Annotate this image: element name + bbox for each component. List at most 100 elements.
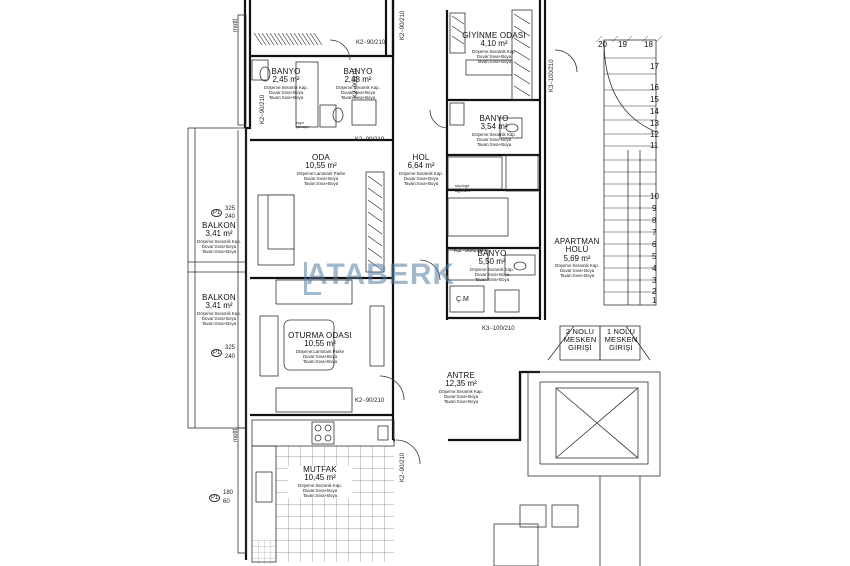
room-area: 3,54 m² xyxy=(480,122,508,132)
room-note: Döşeme:Seramik Kap. xyxy=(472,131,516,137)
stair-number: 13 xyxy=(650,119,659,128)
room-note: Döşeme:Seramik Kap. xyxy=(555,263,599,269)
room-note: Duvar:Sıva+Boya xyxy=(476,136,512,142)
room-name: HOL xyxy=(412,153,430,162)
room-banyo-3: BANYO 3,54 m² Döşeme:Seramik Kap. Duvar:… xyxy=(462,114,526,147)
stair-number: 9 xyxy=(652,204,657,213)
thin-lines xyxy=(187,9,661,566)
room-banyo-1: BANYO 2,45 m² Döşeme:Seramik Kap. Duvar:… xyxy=(256,67,316,100)
room-note: Döşeme:Laminant Parke xyxy=(296,170,346,176)
room-note: Döşeme:Seramik Kap. xyxy=(197,310,241,316)
door-tag: K2−90/210 xyxy=(353,68,359,98)
room-note: Döşeme:Seramik Kap. xyxy=(470,266,514,272)
room-banyo-2: BANYO 2,48 m² Döşeme:Seramik Kap. Duvar:… xyxy=(330,67,386,100)
room-area: 6,64 m² xyxy=(407,161,435,171)
door-tag: K2−90/210 xyxy=(355,398,385,404)
room-name: ANTRE xyxy=(446,371,476,380)
stair-number: 6 xyxy=(652,240,657,249)
door-tag: K2−90/210 xyxy=(355,137,385,143)
stair-number: 18 xyxy=(644,40,653,49)
room-giyinme: GİYİNME ODASI 4,10 m² Döşeme:Seramik Kap… xyxy=(452,31,536,64)
window-tag-label: P1 xyxy=(209,494,221,502)
door-tag: K2−90/210 xyxy=(356,40,386,46)
stair-number: 2 xyxy=(652,287,657,296)
dim-ticks xyxy=(595,35,663,43)
window-tag-height: 60 xyxy=(223,499,230,505)
entrance-tiles xyxy=(252,540,276,564)
room-note: Döşeme:Seramik Kap. xyxy=(472,48,516,54)
stair-number: 12 xyxy=(650,130,659,139)
watermark: ATABERK xyxy=(306,258,456,291)
room-name: BALKON xyxy=(202,221,236,230)
room-oda: ODA 10,55 m² Döşeme:Laminant Parke Duvar… xyxy=(286,153,356,186)
room-note: Döşeme:Seramik Kap. xyxy=(399,170,443,176)
door-tag: K3−100/210 xyxy=(549,59,555,92)
window-tag-label: P1 xyxy=(211,209,223,217)
stair-number: 20 xyxy=(598,40,607,49)
room-note: Tavan:Sıva+Boya xyxy=(340,94,376,100)
room-note: Tavan:Sıva+Boya xyxy=(403,180,439,186)
window-tag-width: 325 xyxy=(225,345,236,351)
room-name: BALKON xyxy=(202,293,236,302)
room-note: Tavan:Sıva+Boya xyxy=(443,398,479,404)
room-note: Döşeme:Seramik Kap. xyxy=(264,84,308,90)
room-mutfak: MUTFAK 10,45 m² Döşeme:Seramik Kap. Duva… xyxy=(288,465,352,498)
room-note: Duvar:Sıva+Boya xyxy=(559,268,595,274)
window-tag-width: 180 xyxy=(223,490,234,496)
room-note: Duvar:Sıva+Boya xyxy=(201,243,237,249)
door-tag: K2−90/210 xyxy=(400,452,406,482)
window-tag-label: P1 xyxy=(211,349,223,357)
stair-number: 3 xyxy=(652,276,657,285)
room-name: ODA xyxy=(312,153,330,162)
stair-number: 10 xyxy=(650,192,659,201)
mottl-label: mottl xyxy=(233,428,239,442)
room-note: Tavan:Sıva+Boya xyxy=(201,248,237,254)
room-note: Döşeme:Seramik Kap. xyxy=(298,482,342,488)
room-note: Duvar:Sıva+Boya xyxy=(302,487,338,493)
stair-number: 17 xyxy=(650,62,659,71)
stair-treads xyxy=(604,57,656,293)
room-note: Tavan:Sıva+Boya xyxy=(268,94,304,100)
room-name: MUTFAK xyxy=(303,465,337,474)
room-area: 2,45 m² xyxy=(272,75,300,85)
room-area: 10,55 m² xyxy=(305,161,337,171)
door-tag: K2−90/210 xyxy=(400,10,406,40)
room-name: BANYO xyxy=(343,67,373,76)
cm-label: Ç.M xyxy=(456,296,469,303)
room-note: Döşeme:Seramik Kap. xyxy=(439,388,483,394)
room-note: Tavan:Sıva+Boya xyxy=(476,58,512,64)
room-balkon-2: BALKON 3,41 m² Döşeme:Seramik Kap. Duvar… xyxy=(192,293,246,326)
stair-number: 1 xyxy=(652,296,657,305)
room-note: Duvar:Sıva+Boya xyxy=(268,89,304,95)
stair-number: 16 xyxy=(650,83,659,92)
room-apartman-holu: APARTMAN HOLÜ 5,69 m² Döşeme:Seramik Kap… xyxy=(548,237,606,278)
room-name: BANYO xyxy=(271,67,301,76)
watermark-mark xyxy=(304,262,321,295)
room-note: Duvar:Sıva+Boya xyxy=(443,393,479,399)
room-oturma: OTURMA ODASI 10,55 m² Döşeme:Laminant Pa… xyxy=(282,331,358,364)
room-note: Duvar:Sıva+Boya xyxy=(340,89,376,95)
room-note: Döşeme:Seramik Kap. xyxy=(197,238,241,244)
room-area: 3,41 m² xyxy=(205,301,233,311)
room-area: 3,41 m² xyxy=(205,229,233,239)
stair-number: 4 xyxy=(652,264,657,273)
outer-walls xyxy=(243,0,547,560)
room-hol: HOL 6,64 m² Döşeme:Seramik Kap. Duvar:Sı… xyxy=(392,153,450,186)
door-tag: K2−90/210 xyxy=(454,248,484,254)
room-banyo-4: BANYO 5,50 m² Döşeme:Seramik Kap. Duvar:… xyxy=(462,249,522,282)
room-note: Tavan:Sıva+Boya xyxy=(476,141,512,147)
room-note: Tavan:Sıva+Boya xyxy=(474,276,510,282)
room-note: Duvar:Sıva+Boya xyxy=(403,175,439,181)
window-tag-height: 240 xyxy=(225,214,236,220)
door-tag: K3−100/210 xyxy=(482,326,515,332)
stair-number: 8 xyxy=(652,216,657,225)
stair-number: 15 xyxy=(650,95,659,104)
room-balkon-1: BALKON 3,41 m² Döşeme:Seramik Kap. Duvar… xyxy=(192,221,246,254)
window-tag-height: 240 xyxy=(225,354,236,360)
room-name: OTURMA ODASI xyxy=(288,331,352,340)
room-note: Döşeme:Seramik Kap. xyxy=(336,84,380,90)
room-note: Tavan:Sıva+Boya xyxy=(303,180,339,186)
room-antre: ANTRE 12,35 m² Döşeme:Seramik Kap. Duvar… xyxy=(428,371,494,404)
room-area: 5,69 m² xyxy=(563,253,591,263)
